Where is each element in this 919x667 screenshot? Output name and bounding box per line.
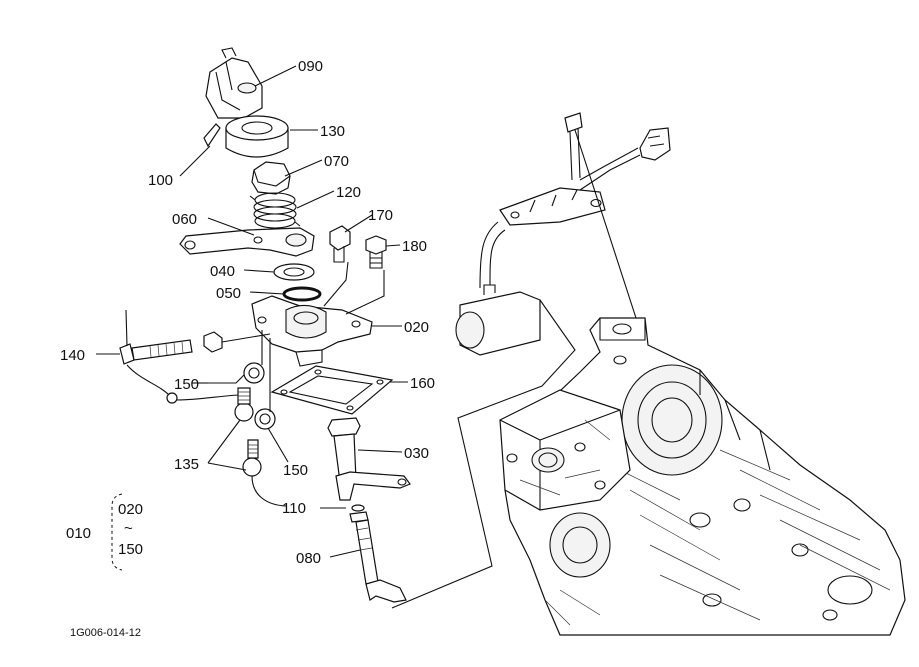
callout-040: 040 <box>210 263 235 280</box>
part-090-bracket <box>205 47 263 119</box>
callout-180: 180 <box>402 238 427 255</box>
assembly-range-start: 020 <box>118 501 143 518</box>
callout-110: 110 <box>282 500 306 517</box>
part-160-gasket <box>270 365 394 415</box>
part-135-ball-joint-upper <box>234 387 254 422</box>
part-050-o-ring <box>282 286 322 302</box>
cable-140 <box>126 364 171 397</box>
leader-case-bolt <box>574 129 637 319</box>
callout-050: 050 <box>216 285 241 302</box>
part-100-pin <box>203 123 221 148</box>
callout-150-lower: 150 <box>283 462 308 479</box>
part-040-washer <box>273 263 315 281</box>
part-030-shaft <box>327 417 411 501</box>
leader-140 <box>221 333 271 343</box>
callout-090: 090 <box>298 58 323 75</box>
part-140-bolt <box>119 309 193 365</box>
callout-070: 070 <box>324 153 349 170</box>
callout-030: 030 <box>404 445 429 462</box>
stop-solenoid-assembly <box>455 112 671 356</box>
part-120-spring <box>249 192 301 229</box>
callout-130: 130 <box>320 123 345 140</box>
assembly-range-end: 150 <box>118 541 143 558</box>
part-150-nut-lower <box>254 408 276 430</box>
callout-120: 120 <box>336 184 361 201</box>
cable-135 <box>251 475 287 507</box>
callout-170: 170 <box>368 207 393 224</box>
callout-140: 140 <box>60 347 85 364</box>
part-080-shaft <box>349 511 407 603</box>
cable-140-b <box>176 394 243 401</box>
leader-180 <box>345 270 385 315</box>
callout-060: 060 <box>172 211 197 228</box>
cable-end-ball <box>166 392 178 404</box>
group-boundary <box>391 299 576 609</box>
part-130-collar <box>225 115 289 158</box>
link-rod <box>261 330 271 412</box>
figure-code: 1G006-014-12 <box>70 627 141 639</box>
callout-160: 160 <box>410 375 435 392</box>
part-170-bolt <box>329 225 351 263</box>
callout-100: 100 <box>148 172 173 189</box>
part-070-nut <box>251 161 291 195</box>
part-020-body <box>251 295 373 367</box>
assembly-range-symbol: ~ <box>124 520 133 537</box>
callout-080: 080 <box>296 550 321 567</box>
governor-housing <box>499 389 631 511</box>
part-110-ring <box>351 504 365 512</box>
part-135-ball-joint-lower <box>242 439 262 477</box>
leader-lines <box>96 65 408 558</box>
part-150-nut-upper <box>243 362 265 384</box>
part-140-nut <box>203 331 223 353</box>
gear-case-housing <box>504 317 906 636</box>
callout-150-upper: 150 <box>174 376 199 393</box>
assembly-group-label: 010 <box>66 525 91 542</box>
callout-020: 020 <box>404 319 429 336</box>
part-060-lever <box>179 227 315 257</box>
assembly-group-note: 010 020 ~ 150 <box>66 493 143 571</box>
leader-170 <box>323 261 349 307</box>
part-180-bolt <box>365 235 387 269</box>
callout-135: 135 <box>174 456 199 473</box>
